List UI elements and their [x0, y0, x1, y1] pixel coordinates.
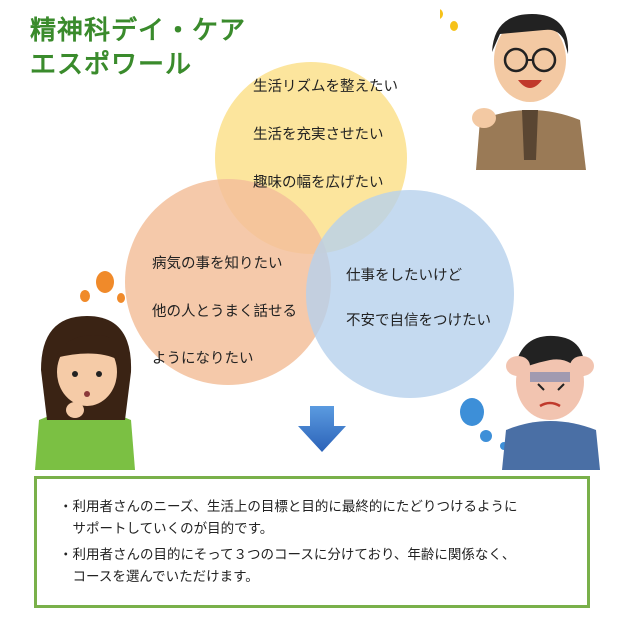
down-arrow-icon [298, 406, 346, 452]
title-line-1: 精神科デイ・ケア [30, 16, 247, 46]
thought-bubble-large [96, 271, 114, 293]
thought-bubble-large [460, 398, 484, 426]
title-line-2: エスポワール [30, 50, 193, 80]
right-item-2: 不安で自信をつけたい [346, 313, 491, 329]
left-item-3: ようになりたい [152, 351, 254, 367]
thought-bubble-small [440, 9, 443, 19]
top-item-1: 生活リズムを整えたい [253, 79, 398, 95]
top-item-2: 生活を充実させたい [253, 127, 384, 143]
info-line-3: ・利用者さんの目的にそって３つのコースに分けており、年齢に関係なく、 [59, 547, 516, 563]
circle-right [306, 190, 514, 398]
left-item-1: 病気の事を知りたい [152, 256, 283, 272]
info-line-4: コースを選んでいただけます。 [59, 569, 259, 585]
thinking-woman-illustration [35, 271, 135, 470]
info-line-2: サポートしていくのが目的です。 [59, 521, 274, 537]
info-line-1: ・利用者さんのニーズ、生活上の目標と目的に最終的にたどりつけるように [59, 499, 518, 515]
worried-man-illustration [460, 335, 600, 470]
circle-left [125, 179, 331, 385]
page-title: 精神科デイ・ケア エスポワール [30, 14, 246, 82]
info-box: ・利用者さんのニーズ、生活上の目標と目的に最終的にたどりつけるように サポートし… [34, 476, 590, 608]
left-item-2: 他の人とうまく話せる [152, 304, 297, 320]
top-item-3: 趣味の幅を広げたい [253, 175, 384, 191]
right-item-1: 仕事をしたいけど [346, 268, 462, 284]
smiling-man-illustration [440, 9, 586, 170]
